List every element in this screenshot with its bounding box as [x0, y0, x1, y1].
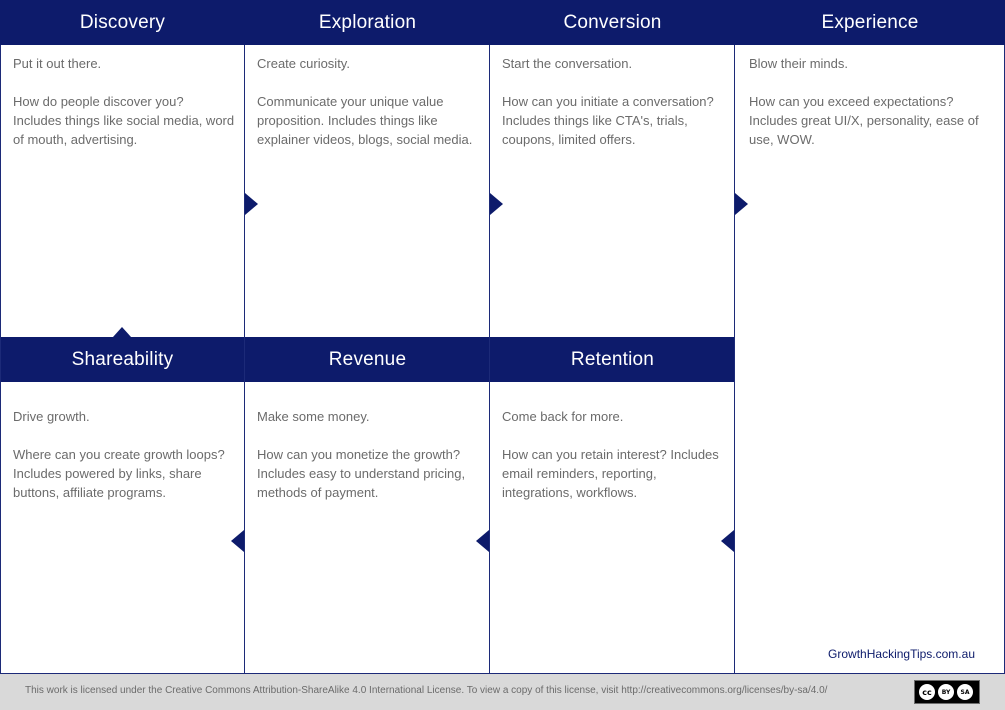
discovery-content: Put it out there. How do people discover… [13, 54, 235, 149]
attribution-icon: BY [938, 684, 954, 700]
exploration-tagline: Create curiosity. [257, 56, 350, 71]
retention-title: Retention [570, 348, 655, 370]
revenue-title: Revenue [328, 348, 407, 370]
shareability-tagline: Drive growth. [13, 409, 90, 424]
shareability-title: Shareability [71, 348, 174, 370]
grid-line-col-1 [244, 45, 245, 673]
arrow-left-icon [231, 530, 244, 552]
exploration-header: Exploration [245, 0, 490, 45]
license-text: This work is licensed under the Creative… [25, 685, 828, 696]
conversion-header: Conversion [490, 0, 735, 45]
arrow-left-icon [721, 530, 734, 552]
experience-header: Experience [735, 0, 1005, 45]
shareability-body: Where can you create growth loops? Inclu… [13, 447, 225, 500]
exploration-body: Communicate your unique value propositio… [257, 94, 473, 147]
discovery-header: Discovery [0, 0, 245, 45]
experience-content: Blow their minds. How can you exceed exp… [749, 54, 979, 149]
arrow-left-icon [476, 530, 489, 552]
revenue-tagline: Make some money. [257, 409, 370, 424]
discovery-title: Discovery [79, 11, 166, 33]
license-footer: This work is licensed under the Creative… [0, 673, 1005, 710]
experience-tagline: Blow their minds. [749, 56, 848, 71]
cc-icon: cc [919, 684, 935, 700]
exploration-title: Exploration [318, 11, 417, 33]
revenue-content: Make some money. How can you monetize th… [257, 407, 482, 502]
arrow-right-icon [490, 193, 503, 215]
conversion-body: How can you initiate a conversation? Inc… [502, 94, 714, 147]
retention-header: Retention [490, 337, 735, 382]
revenue-header: Revenue [245, 337, 490, 382]
grid-line-left [0, 45, 1, 673]
discovery-tagline: Put it out there. [13, 56, 102, 71]
experience-body: How can you exceed expectations? Include… [749, 94, 979, 147]
arrow-right-icon [245, 193, 258, 215]
conversion-content: Start the conversation. How can you init… [502, 54, 727, 149]
revenue-body: How can you monetize the growth? Include… [257, 447, 466, 500]
exploration-content: Create curiosity. Communicate your uniqu… [257, 54, 482, 149]
retention-content: Come back for more. How can you retain i… [502, 407, 727, 502]
site-link[interactable]: GrowthHackingTips.com.au [828, 647, 975, 661]
conversion-tagline: Start the conversation. [502, 56, 633, 71]
grid-line-col-2 [489, 45, 490, 673]
arrow-right-icon [735, 193, 748, 215]
arrow-up-icon [113, 327, 131, 337]
cc-license-badge[interactable]: cc BY SA [914, 680, 980, 704]
experience-title: Experience [821, 11, 919, 33]
shareability-header: Shareability [0, 337, 245, 382]
sharealike-icon: SA [957, 684, 973, 700]
retention-body: How can you retain interest? Includes em… [502, 447, 719, 500]
discovery-body: How do people discover you? Includes thi… [13, 94, 235, 147]
conversion-title: Conversion [563, 11, 662, 33]
shareability-content: Drive growth. Where can you create growt… [13, 407, 235, 502]
grid-line-col-3 [734, 45, 735, 673]
retention-tagline: Come back for more. [502, 409, 624, 424]
